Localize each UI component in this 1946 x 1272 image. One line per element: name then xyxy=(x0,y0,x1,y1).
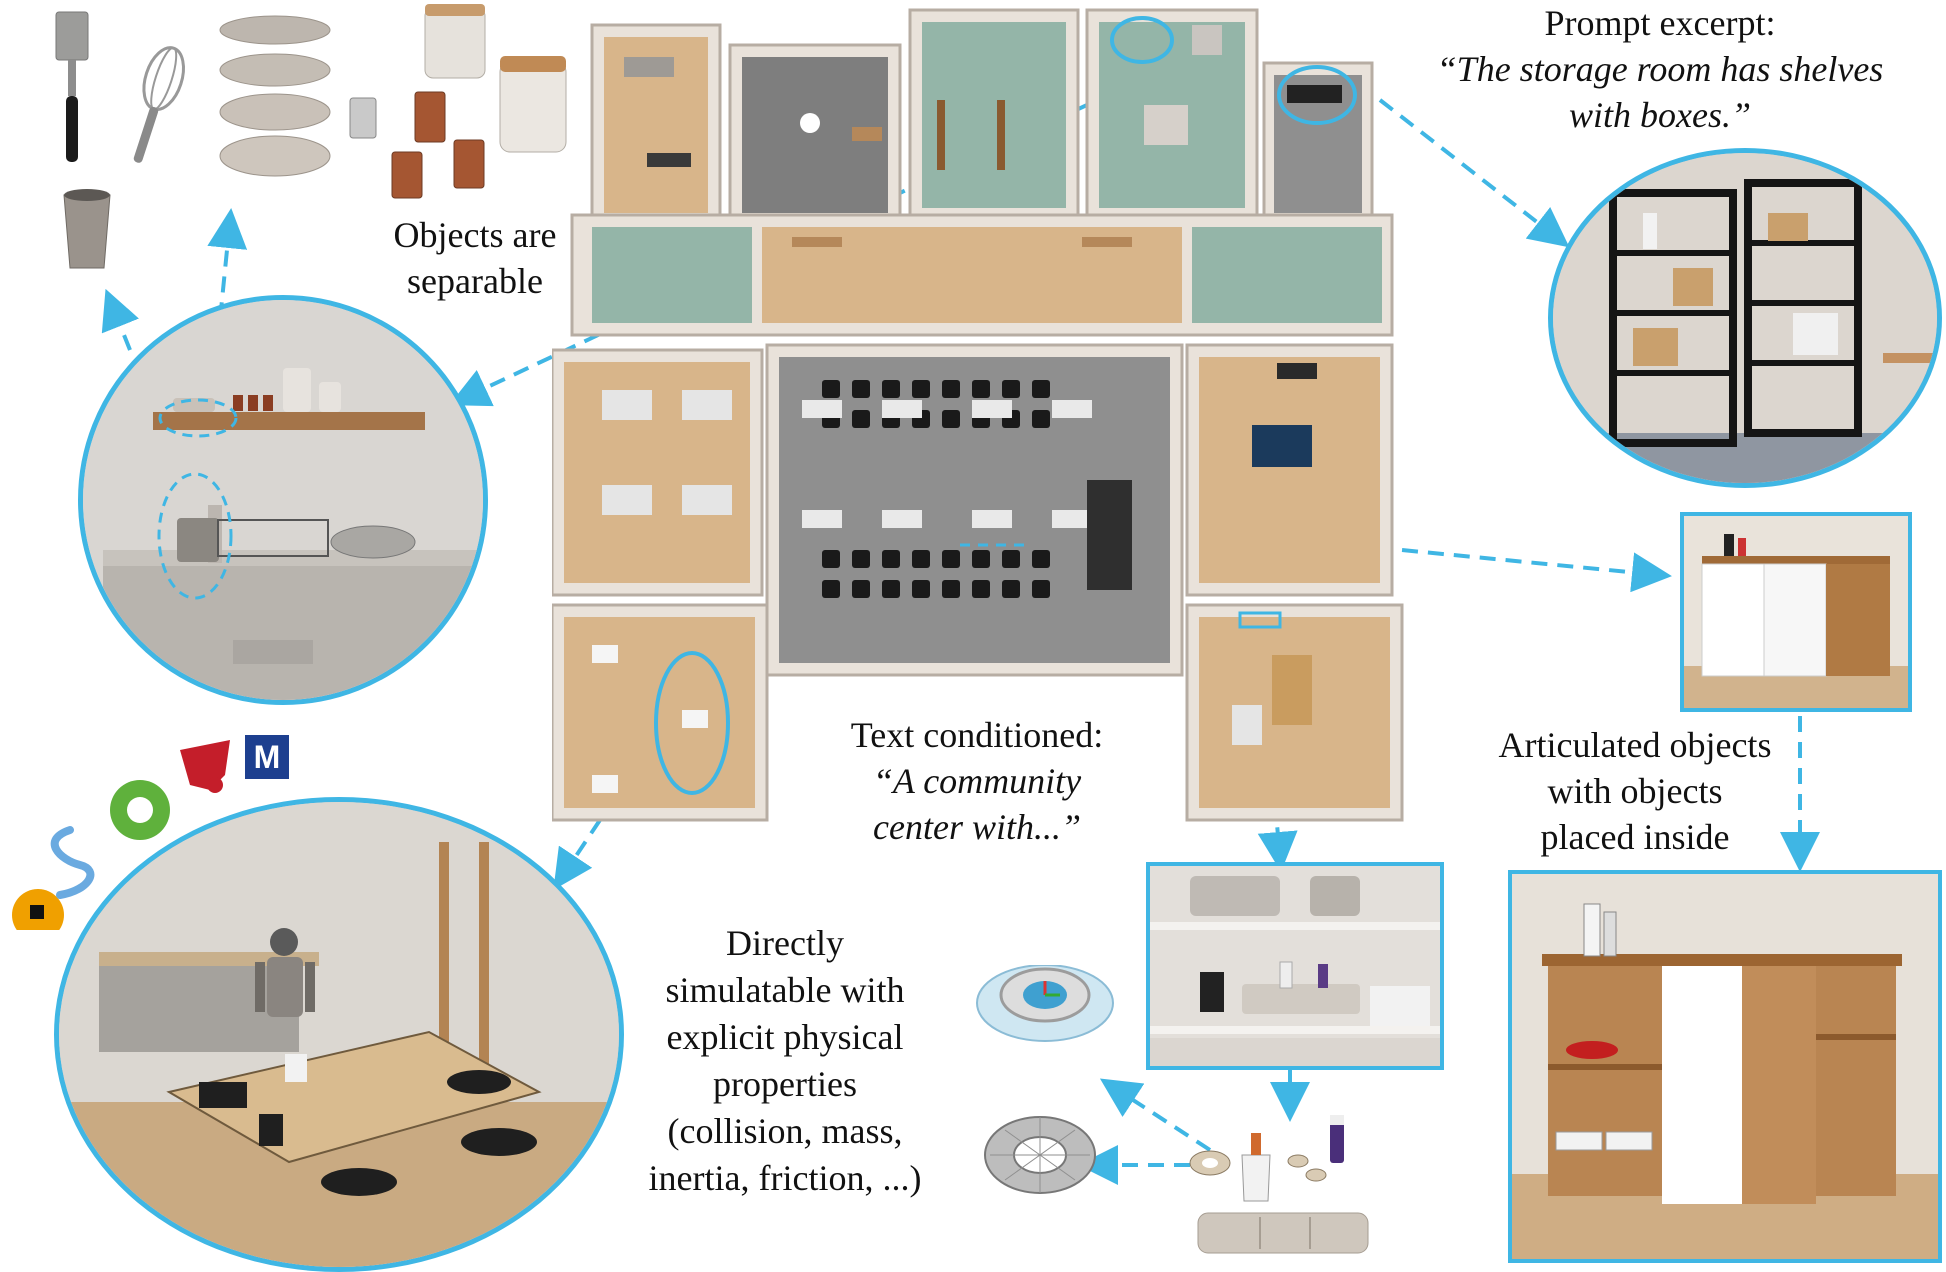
room-lab xyxy=(908,8,1080,222)
physical-items xyxy=(970,965,1410,1265)
auditorium-seat xyxy=(882,550,900,568)
cup-icon xyxy=(63,189,111,269)
auditorium-seat xyxy=(1002,380,1020,398)
shelf-icon xyxy=(153,368,425,430)
storage-closeup xyxy=(1548,148,1942,488)
auditorium-seat xyxy=(852,550,870,568)
auditorium-seat xyxy=(1002,580,1020,598)
logo-icon xyxy=(12,889,64,930)
room-art xyxy=(552,603,769,822)
auditorium-table xyxy=(802,510,842,528)
tray-icon xyxy=(1197,1212,1369,1254)
auditorium-seat xyxy=(1032,550,1050,568)
auditorium-seat xyxy=(882,580,900,598)
auditorium-table xyxy=(882,400,922,418)
plates-icon xyxy=(219,15,331,177)
cabinet-closed-panel xyxy=(1680,512,1912,712)
auditorium-table xyxy=(802,400,842,418)
caption-simulatable: Directly simulatable with explicit physi… xyxy=(648,923,922,1198)
tape-collision-icon xyxy=(976,965,1114,1042)
auditorium-seat xyxy=(822,380,840,398)
whisk-icon xyxy=(133,46,185,163)
caption-articulated: Articulated objects with objects placed … xyxy=(1498,725,1772,857)
arrow-items-to-tape xyxy=(1099,1078,1212,1152)
cabinet-icon xyxy=(1684,534,1908,708)
room-lounge xyxy=(1185,343,1394,597)
floor-plan xyxy=(552,5,1432,825)
auditorium-seat xyxy=(822,580,840,598)
auditorium-seat xyxy=(912,550,930,568)
room-office xyxy=(590,23,722,227)
robot-icon xyxy=(255,928,315,1017)
auditorium-seat xyxy=(912,380,930,398)
auditorium-seat xyxy=(822,550,840,568)
robot-closeup xyxy=(54,797,624,1272)
auditorium-seat xyxy=(972,380,990,398)
auditorium-seat xyxy=(852,380,870,398)
jars-icon xyxy=(349,4,567,199)
auditorium-seat xyxy=(882,380,900,398)
auditorium-seat xyxy=(852,410,870,428)
room-workshop xyxy=(1185,603,1404,822)
auditorium-seat xyxy=(912,580,930,598)
auditorium-seat xyxy=(1032,580,1050,598)
cabinet-open-panel xyxy=(1508,870,1942,1263)
auditorium-seat xyxy=(942,380,960,398)
dragon-logo-icon xyxy=(180,740,230,793)
caption-text-conditioned: Text conditioned: “A community center wi… xyxy=(850,715,1104,847)
auditorium-seats xyxy=(802,380,1092,598)
arrow-storage-to-closeup xyxy=(1378,98,1570,248)
auditorium-seat xyxy=(1032,410,1050,428)
auditorium-seat xyxy=(1002,550,1020,568)
room-auditorium xyxy=(765,343,1184,677)
auditorium-seat xyxy=(972,550,990,568)
auditorium-table xyxy=(972,510,1012,528)
tape-mesh-icon xyxy=(984,1116,1096,1194)
separated-objects: Objects are separable xyxy=(20,0,580,301)
auditorium-table xyxy=(882,510,922,528)
glue-stick-icon xyxy=(1330,1115,1344,1163)
spatula-icon xyxy=(55,11,89,162)
glue-icon xyxy=(1241,1133,1271,1202)
auditorium-seat xyxy=(972,580,990,598)
room-meeting-small xyxy=(728,43,902,227)
caption-objects-separable: Objects are separable xyxy=(393,215,557,301)
kitchen-closeup xyxy=(78,295,488,705)
auditorium-seat xyxy=(942,580,960,598)
auditorium-seat xyxy=(942,410,960,428)
m-logo-icon: M xyxy=(245,735,289,779)
auditorium-table xyxy=(972,400,1012,418)
room-classroom xyxy=(552,348,764,597)
auditorium-table xyxy=(1052,510,1092,528)
auditorium-table xyxy=(1052,400,1092,418)
auditorium-seat xyxy=(942,550,960,568)
auditorium-seat xyxy=(852,580,870,598)
auditorium-seat xyxy=(1032,380,1050,398)
corridor xyxy=(570,213,1394,337)
caption-prompt: Prompt excerpt: “The storage room has sh… xyxy=(1436,3,1884,135)
tape-icon xyxy=(1189,1150,1231,1176)
shelf-closeup-panel xyxy=(1146,862,1444,1070)
